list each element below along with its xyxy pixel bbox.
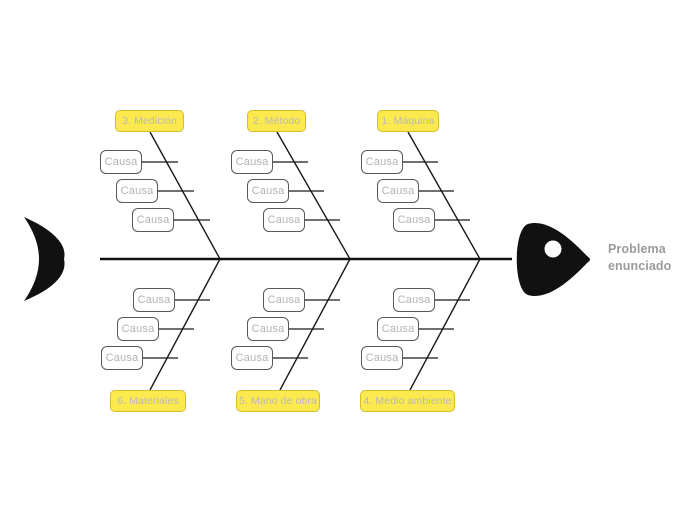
problem-statement-label: Problema enunciado (608, 242, 672, 273)
branch-bone-medio-ambiente (409, 258, 481, 391)
category-box-medio-ambiente[interactable]: 4. Medio ambiente (360, 390, 455, 412)
category-box-metodo[interactable]: 2. Método (247, 110, 306, 132)
branch-bone-materiales (149, 258, 221, 391)
category-box-materiales[interactable]: 6. Materiales (110, 390, 186, 412)
cause-box-mano-de-obra-2[interactable]: Causa (247, 317, 289, 341)
cause-box-medio-ambiente-2[interactable]: Causa (377, 317, 419, 341)
category-box-medicion[interactable]: 3. Medición (115, 110, 184, 132)
cause-box-mano-de-obra-1[interactable]: Causa (263, 288, 305, 312)
branch-bone-maquina (407, 131, 481, 260)
cause-box-maquina-1[interactable]: Causa (361, 150, 403, 174)
branch-bone-metodo (276, 131, 351, 260)
cause-box-materiales-2[interactable]: Causa (117, 317, 159, 341)
branch-bone-medicion (149, 131, 221, 260)
cause-box-medio-ambiente-1[interactable]: Causa (393, 288, 435, 312)
fish-eye-icon (544, 240, 562, 258)
cause-box-maquina-3[interactable]: Causa (393, 208, 435, 232)
cause-box-metodo-1[interactable]: Causa (231, 150, 273, 174)
cause-box-materiales-1[interactable]: Causa (133, 288, 175, 312)
cause-box-medio-ambiente-3[interactable]: Causa (361, 346, 403, 370)
cause-box-medicion-1[interactable]: Causa (100, 150, 142, 174)
fish-head-icon (516, 222, 590, 297)
cause-box-mano-de-obra-3[interactable]: Causa (231, 346, 273, 370)
cause-box-medicion-3[interactable]: Causa (132, 208, 174, 232)
cause-box-maquina-2[interactable]: Causa (377, 179, 419, 203)
category-box-maquina[interactable]: 1. Máquina (377, 110, 439, 132)
cause-box-metodo-3[interactable]: Causa (263, 208, 305, 232)
category-box-mano-de-obra[interactable]: 5. Mano de obra (236, 390, 320, 412)
cause-box-materiales-3[interactable]: Causa (101, 346, 143, 370)
cause-box-medicion-2[interactable]: Causa (116, 179, 158, 203)
fish-tail-icon (24, 217, 65, 301)
cause-box-metodo-2[interactable]: Causa (247, 179, 289, 203)
branch-bone-mano-de-obra (279, 258, 351, 391)
